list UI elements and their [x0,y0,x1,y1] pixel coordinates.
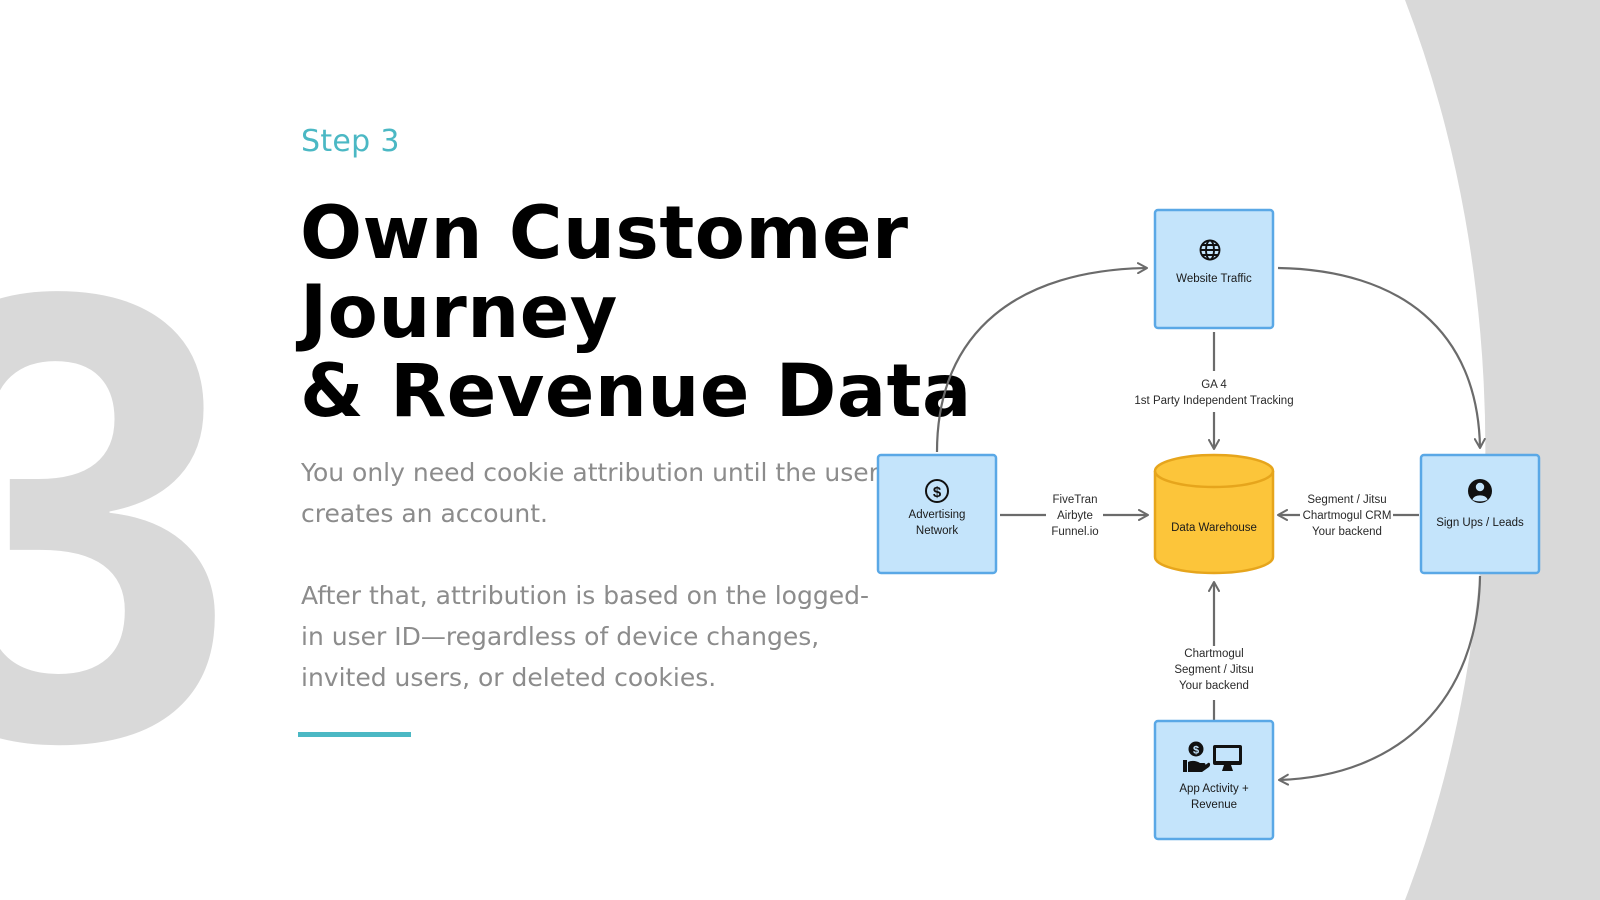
connectors [935,262,1486,786]
database-cylinder [1153,471,1275,575]
edge-label-chartmogul-crm: Chartmogul CRM [1303,510,1392,522]
node-website-traffic: Website Traffic [1153,208,1275,330]
money-hand-icon: $ [1183,741,1211,772]
user-circle-icon [1468,479,1492,503]
slide-title: Own Customer Journey & Revenue Data [300,194,972,431]
edge-label-chartmogul: Chartmogul [1184,648,1243,660]
accent-underline [298,732,411,737]
edge-label-fivetran: FiveTran [1053,494,1098,506]
node-label: Advertising [909,509,966,521]
edge-label-your-backend: Your backend [1312,526,1382,538]
title-line: & Revenue Data [300,349,972,434]
globe-icon [1199,239,1221,261]
node-box [876,453,998,575]
title-line: Own Customer [300,191,909,276]
svg-text:$: $ [1193,745,1199,757]
edge-label-segment-jitsu: Segment / Jitsu [1174,664,1253,676]
node-data-warehouse: Data Warehouse [1153,453,1275,575]
node-box [1153,719,1275,841]
body-paragraph: You only need cookie attribution until t… [301,458,879,528]
edge-label-funnel: Funnel.io [1051,526,1098,538]
node-label: Data Warehouse [1171,522,1257,534]
body-paragraph: After that, attribution is based on the … [301,581,869,692]
node-label: Revenue [1191,799,1237,811]
node-label: Network [916,525,958,537]
node-advertising-network: $ Advertising Network [876,453,998,575]
node-box [1419,453,1541,575]
edge-label-ga4: GA 4 [1201,379,1227,391]
background-right-arc [1405,0,1600,900]
svg-text:$: $ [933,484,942,501]
edge-label-segment-jitsu: Segment / Jitsu [1307,494,1386,506]
node-sign-ups-leads: Sign Ups / Leads [1419,453,1541,575]
edge-label-first-party-tracking: 1st Party Independent Tracking [1134,395,1293,407]
node-label: Website Traffic [1176,273,1252,285]
arrow-signups-to-app-activity [1278,575,1482,786]
data-flow-diagram: GA 4 1st Party Independent Tracking Five… [860,190,1560,860]
edge-label-airbyte: Airbyte [1057,510,1093,522]
monitor-icon [1213,745,1242,771]
edge-labels: GA 4 1st Party Independent Tracking Five… [1051,379,1391,692]
step-label: Step 3 [301,124,400,159]
diagram-canvas: GA 4 1st Party Independent Tracking Five… [876,208,1541,841]
node-app-activity-revenue: $ App Activity + Revenue [1153,719,1275,841]
node-box [1153,208,1275,330]
dollar-circle-icon: $ [925,479,949,503]
arrow-ad-network-to-website [935,262,1148,453]
edge-label-your-backend: Your backend [1179,680,1249,692]
big-step-number: 3 [0,159,238,874]
arrow-website-to-signups [1277,266,1486,449]
node-label: App Activity + [1179,783,1249,795]
title-line: Journey [300,270,618,355]
node-label: Sign Ups / Leads [1436,517,1524,529]
database-cylinder-top [1153,453,1275,489]
